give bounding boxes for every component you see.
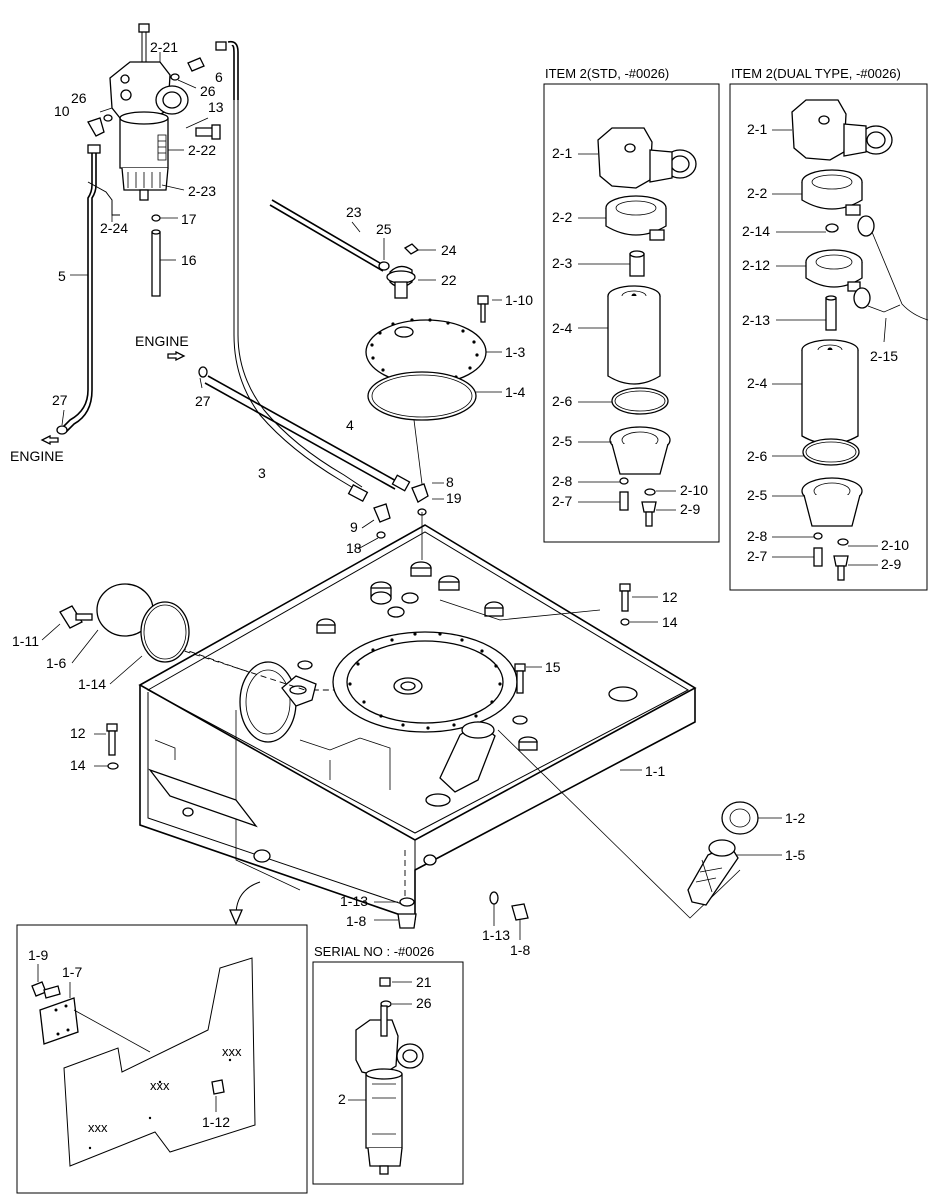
callout: 2-24: [100, 220, 128, 236]
callout: 12: [662, 589, 678, 605]
callout: 2-14: [742, 223, 770, 239]
callout: 1-3: [505, 344, 525, 360]
callout: 22: [441, 272, 457, 288]
callout: 26: [416, 995, 432, 1011]
callout: 2-9: [680, 501, 700, 517]
callout: 2-5: [552, 433, 572, 449]
callout: 1-5: [785, 847, 805, 863]
callout: 5: [58, 268, 66, 284]
callout: 2-9: [881, 556, 901, 572]
callout: 4: [346, 417, 354, 433]
callout: 26: [71, 90, 87, 106]
callout: 12: [70, 725, 86, 741]
inspection-cover: [59, 583, 190, 663]
callout: 17: [181, 211, 197, 227]
arrow-engine-top: [167, 350, 186, 362]
drain-plugs: [397, 891, 529, 929]
panel-title: SERIAL NO : -#0026: [314, 944, 434, 959]
callout: 2-3: [552, 255, 572, 271]
callout: 2-7: [747, 548, 767, 564]
callout: 1-13: [482, 927, 510, 943]
callout: 8: [446, 474, 454, 490]
callout: 23: [346, 204, 362, 220]
callout: 2-7: [552, 493, 572, 509]
callout: 2-10: [881, 537, 909, 553]
callout: 2-15: [870, 348, 898, 364]
hose-assembly: ENGINE: [135, 333, 429, 560]
callout: 2-2: [552, 209, 572, 225]
callout: 24: [441, 242, 457, 258]
callout: 1-12: [202, 1114, 230, 1130]
callout: 1-7: [62, 964, 82, 980]
callout: 19: [446, 490, 462, 506]
callout: 2-2: [747, 185, 767, 201]
callout: 1-9: [28, 947, 48, 963]
callout: 1-1: [645, 763, 665, 779]
callout: 2-8: [747, 528, 767, 544]
callout: 27: [52, 392, 68, 408]
callout: 1-2: [785, 810, 805, 826]
fuel-tank: [138, 524, 741, 921]
callout: 15: [545, 659, 561, 675]
callout: 1-8: [346, 913, 366, 929]
callout: 2-6: [552, 393, 572, 409]
callout: 2-1: [552, 145, 572, 161]
panel-title: ITEM 2(STD, -#0026): [545, 66, 669, 81]
callout: 2-4: [747, 375, 767, 391]
callout: 10: [54, 103, 70, 119]
callout: 2-22: [188, 142, 216, 158]
callout: 2-10: [680, 482, 708, 498]
callout: 2-6: [747, 448, 767, 464]
filler-cap-strainer: [687, 801, 759, 906]
plate-mark: xxx: [88, 1120, 108, 1135]
leaders-top-left: [61, 52, 209, 426]
callout: 1-6: [46, 655, 66, 671]
callout: 2-8: [552, 473, 572, 489]
callout: 1-14: [78, 676, 106, 692]
callout: 25: [376, 221, 392, 237]
callout: 2-13: [742, 312, 770, 328]
plate-mark: xxx: [150, 1078, 170, 1093]
callout: 1-4: [505, 384, 525, 400]
callout: 26: [200, 83, 216, 99]
callout: 27: [195, 393, 211, 409]
callout: 1-11: [12, 633, 39, 649]
callout: 1-10: [505, 292, 533, 308]
dual-filter-panel: ITEM 2(DUAL TYPE, -#0026): [729, 66, 929, 591]
panel-title: ITEM 2(DUAL TYPE, -#0026): [731, 66, 901, 81]
engine-label: ENGINE: [135, 333, 189, 349]
detail-panel-bracket: xxx xxx xxx: [16, 924, 308, 1194]
detail-arrow-head: [229, 909, 243, 926]
std-filter-panel: ITEM 2(STD, -#0026): [543, 66, 720, 543]
callout: 1-8: [510, 942, 530, 958]
callout: 21: [416, 974, 432, 990]
callout: 13: [208, 99, 224, 115]
arrow-engine-left: [40, 434, 59, 446]
callout: 3: [258, 465, 266, 481]
callout: 16: [181, 252, 197, 268]
plate-mark: xxx: [222, 1044, 242, 1059]
callout: 18: [346, 540, 362, 556]
callout: 2-5: [747, 487, 767, 503]
callout: 2-1: [747, 121, 767, 137]
callout: 2-12: [742, 257, 770, 273]
callout: 14: [70, 757, 86, 773]
callout: 2-21: [150, 39, 178, 55]
callout: 2: [338, 1091, 346, 1107]
callout: 14: [662, 614, 678, 630]
engine-label: ENGINE: [10, 448, 64, 464]
callout: 2-23: [188, 183, 216, 199]
callout: 1-13: [340, 893, 368, 909]
tank-cover-assembly: [269, 199, 489, 421]
callout: 2-4: [552, 320, 572, 336]
fuel-filter-assembly: [56, 23, 363, 493]
callout: 9: [350, 519, 358, 535]
callout: 6: [215, 69, 223, 85]
serial-panel: SERIAL NO : -#0026: [312, 944, 464, 1185]
